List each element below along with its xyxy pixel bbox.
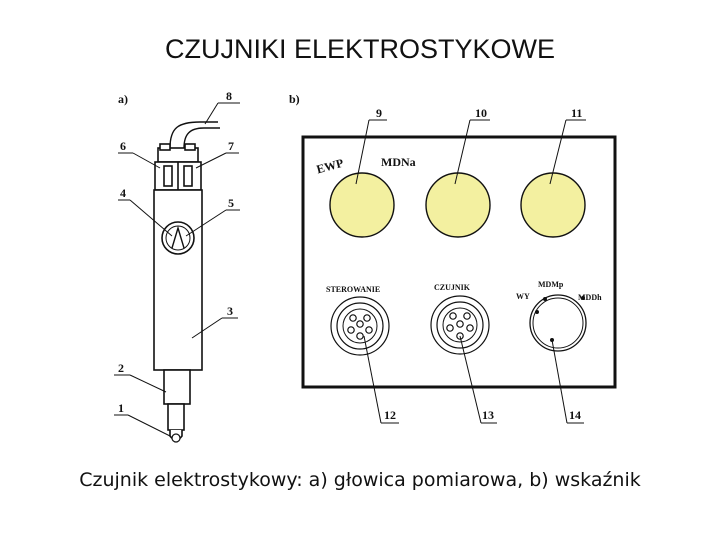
switch-label-mdmp: MDMp [538, 280, 564, 289]
number-3: 3 [227, 304, 233, 318]
number-9: 9 [376, 106, 382, 120]
measuring-head [153, 121, 220, 443]
number-10: 10 [475, 106, 487, 120]
number-8: 8 [226, 89, 232, 103]
number-13: 13 [482, 408, 494, 422]
lamp-10 [425, 172, 491, 238]
part-a-label: a) [118, 92, 128, 106]
switch-label-wy: WY [516, 292, 530, 301]
lamp-11 [520, 172, 586, 238]
number-14: 14 [569, 408, 581, 422]
rotary-switch [529, 294, 587, 352]
part-b-label: b) [289, 92, 300, 106]
ewp-logo: EWP [315, 156, 345, 177]
number-6: 6 [120, 139, 126, 153]
lamp-9 [329, 172, 395, 238]
number-7: 7 [228, 139, 234, 153]
number-5: 5 [228, 196, 234, 210]
connector-label-sterowanie: STEROWANIE [326, 285, 380, 294]
switch-label-mddh: MDDh [578, 293, 602, 302]
connector-czujnik [430, 295, 490, 355]
indicator-panel: EWP MDNa STEROWANIE CZUJNIK MDMp WY MDDh [301, 135, 617, 389]
number-2: 2 [118, 361, 124, 375]
connector-label-czujnik: CZUJNIK [434, 283, 471, 292]
panel-model: MDNa [381, 155, 416, 169]
numbers-b: 9 10 11 12 13 14 [376, 106, 582, 422]
connector-sterowanie [330, 296, 390, 356]
page-title: CZUJNIKI ELEKTROSTYKOWE [164, 34, 556, 64]
number-11: 11 [571, 106, 582, 120]
numbers-a: 6 7 8 4 5 3 2 1 [118, 89, 234, 415]
leader-lines-a [114, 102, 240, 437]
number-4: 4 [120, 186, 126, 200]
figure-caption: Czujnik elektrostykowy: a) głowica pomia… [79, 469, 641, 491]
number-1: 1 [118, 401, 124, 415]
number-12: 12 [384, 408, 396, 422]
leader-lines-b [355, 119, 586, 424]
